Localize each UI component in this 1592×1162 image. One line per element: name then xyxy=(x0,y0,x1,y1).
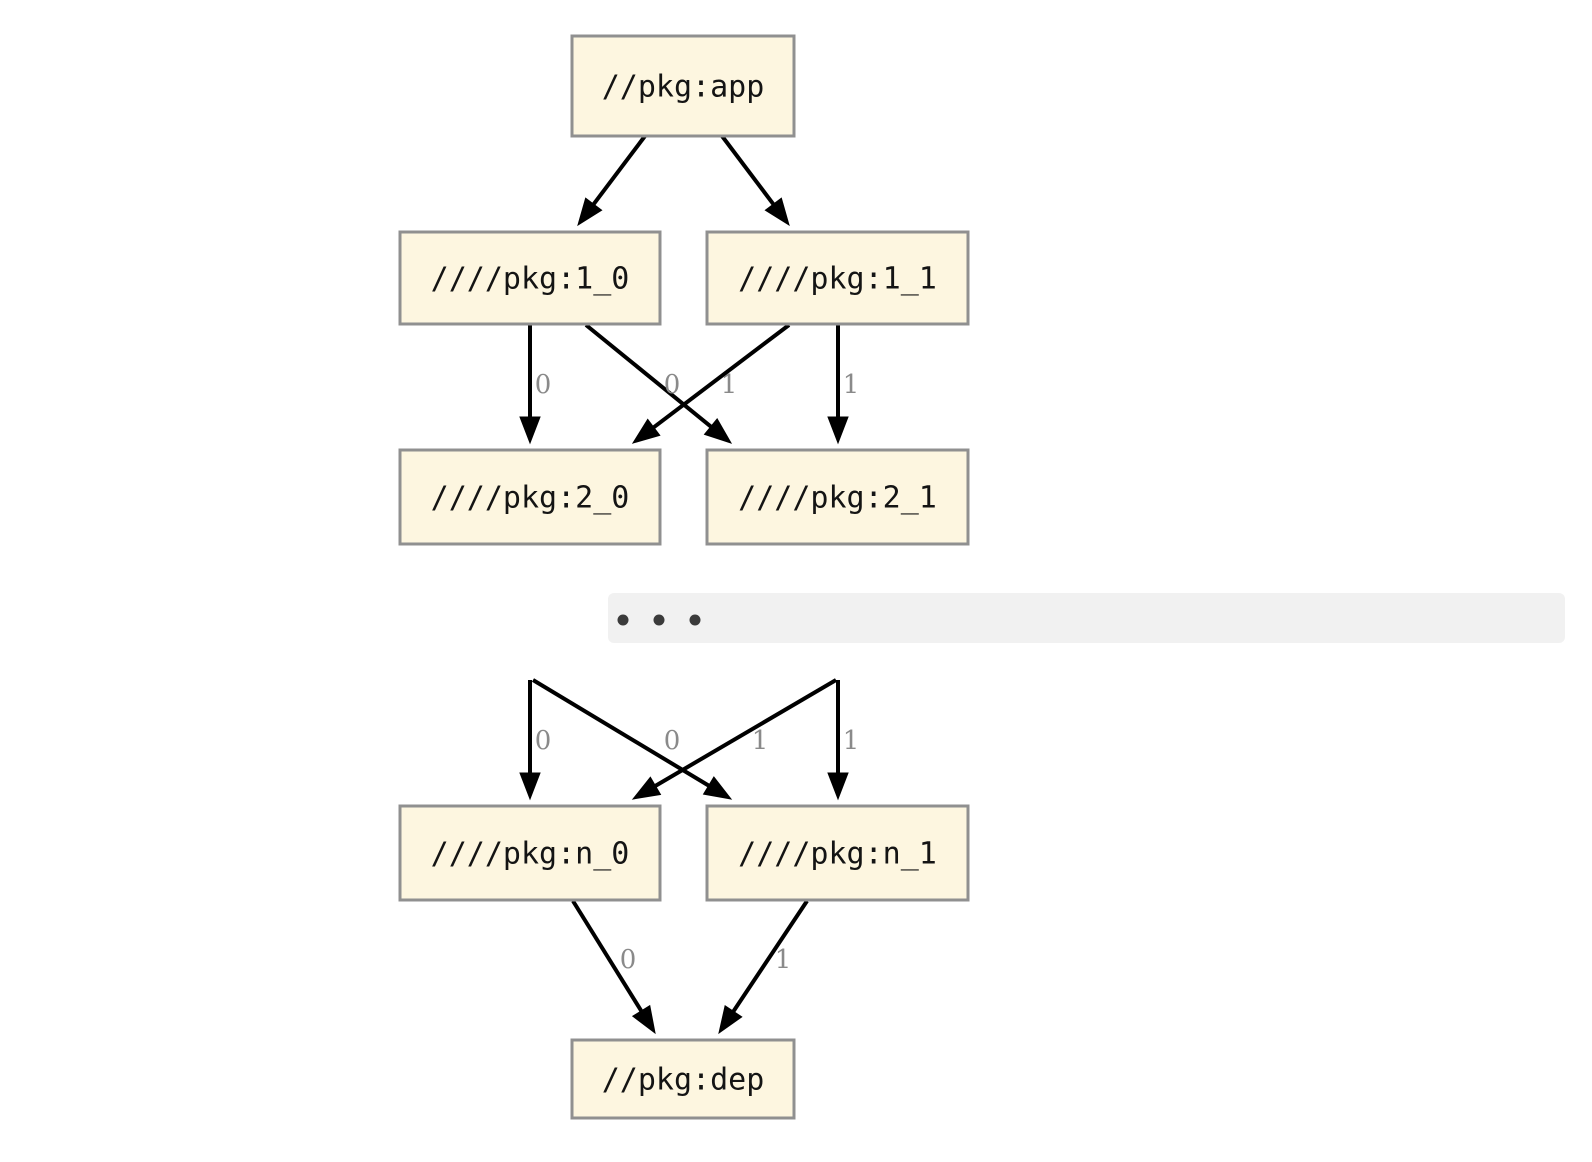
edge-line xyxy=(654,678,838,788)
ellipsis-separator xyxy=(608,593,1565,643)
node-label: ////pkg:n_0 xyxy=(431,837,630,872)
node-n2_1[interactable]: ////pkg:2_1 xyxy=(705,448,970,546)
node-box[interactable] xyxy=(705,804,970,902)
node-layer: //pkg:app ////pkg:1_0 ////pkg:1_1 ////pkg:2… xyxy=(398,34,970,1120)
node-label: ////pkg:2_1 xyxy=(738,481,937,516)
edge-line xyxy=(731,899,809,1013)
node-n2_0[interactable]: ////pkg:2_0 xyxy=(398,448,662,546)
edge-label: 0 xyxy=(620,945,637,975)
edge-arrowhead xyxy=(577,197,603,227)
node-label: //pkg:app xyxy=(602,70,765,105)
node-label: ////pkg:1_1 xyxy=(738,262,937,297)
node-label: //pkg:dep xyxy=(602,1063,765,1098)
edge-arrowhead xyxy=(631,776,662,800)
edge-arrowhead xyxy=(718,1004,743,1035)
ellipsis-band-rect xyxy=(608,593,1565,643)
edge-label: 1 xyxy=(775,945,792,975)
edge-line xyxy=(652,323,791,429)
edge-arrowhead xyxy=(827,416,849,445)
node-box[interactable] xyxy=(705,230,970,326)
edge-line xyxy=(571,899,643,1012)
edge-arrowhead xyxy=(703,417,733,444)
node-box[interactable] xyxy=(570,1038,796,1120)
node-label: ////pkg:n_1 xyxy=(738,837,937,872)
edge-cut2-to-n_1: 1 xyxy=(827,680,860,801)
node-box[interactable] xyxy=(398,804,662,902)
edge-label: 0 xyxy=(664,370,681,400)
node-n1_1[interactable]: ////pkg:1_1 xyxy=(705,230,970,326)
edge-cut-to-n_0: 0 xyxy=(519,680,552,801)
node-nn_0[interactable]: ////pkg:n_0 xyxy=(398,804,662,902)
edge-label: 0 xyxy=(535,370,552,400)
node-dep[interactable]: //pkg:dep xyxy=(570,1038,796,1120)
edge-1_0-to-2_0: 0 xyxy=(519,325,552,445)
edge-line xyxy=(720,134,775,206)
edge-line xyxy=(592,134,647,206)
node-box[interactable] xyxy=(398,230,662,326)
edge-label: 0 xyxy=(664,726,681,756)
edge-arrowhead xyxy=(631,1004,656,1035)
ellipsis-dot xyxy=(653,614,665,626)
edge-app-to-1_0 xyxy=(577,134,647,227)
edge-cut2-to-n_0: 1 xyxy=(631,678,838,800)
node-nn_1[interactable]: ////pkg:n_1 xyxy=(705,804,970,902)
edge-label: 1 xyxy=(843,370,860,400)
edge-n_0-to-dep: 0 xyxy=(571,899,656,1035)
edge-label: 0 xyxy=(535,726,552,756)
edge-line xyxy=(531,678,710,788)
edge-app-to-1_1 xyxy=(720,134,790,227)
edge-1_1-to-2_0: 1 xyxy=(631,323,791,444)
node-n1_0[interactable]: ////pkg:1_0 xyxy=(398,230,662,326)
edge-layer: 0 0 1 1 0 0 1 1 0 1 xyxy=(519,134,860,1035)
ellipsis-dot xyxy=(617,614,629,626)
node-label: ////pkg:1_0 xyxy=(431,262,630,297)
edge-n_1-to-dep: 1 xyxy=(718,899,809,1035)
edge-label: 1 xyxy=(752,726,769,756)
edge-arrowhead xyxy=(631,418,661,444)
edge-line xyxy=(584,323,713,429)
edge-cut-to-n_1: 0 xyxy=(531,678,733,800)
edge-arrowhead xyxy=(519,416,541,445)
node-box[interactable] xyxy=(398,448,662,546)
node-label: ////pkg:2_0 xyxy=(431,481,630,516)
edge-arrowhead xyxy=(519,772,541,801)
edge-1_0-to-2_1: 0 xyxy=(584,323,733,444)
edge-arrowhead xyxy=(702,776,733,800)
edge-arrowhead xyxy=(827,772,849,801)
node-box[interactable] xyxy=(705,448,970,546)
node-app[interactable]: //pkg:app xyxy=(570,34,796,138)
edge-1_1-to-2_1: 1 xyxy=(827,325,860,445)
edge-arrowhead xyxy=(764,197,790,227)
edge-label: 1 xyxy=(843,726,860,756)
edge-label: 1 xyxy=(721,370,738,400)
ellipsis-dot xyxy=(689,614,701,626)
node-box[interactable] xyxy=(570,34,796,138)
